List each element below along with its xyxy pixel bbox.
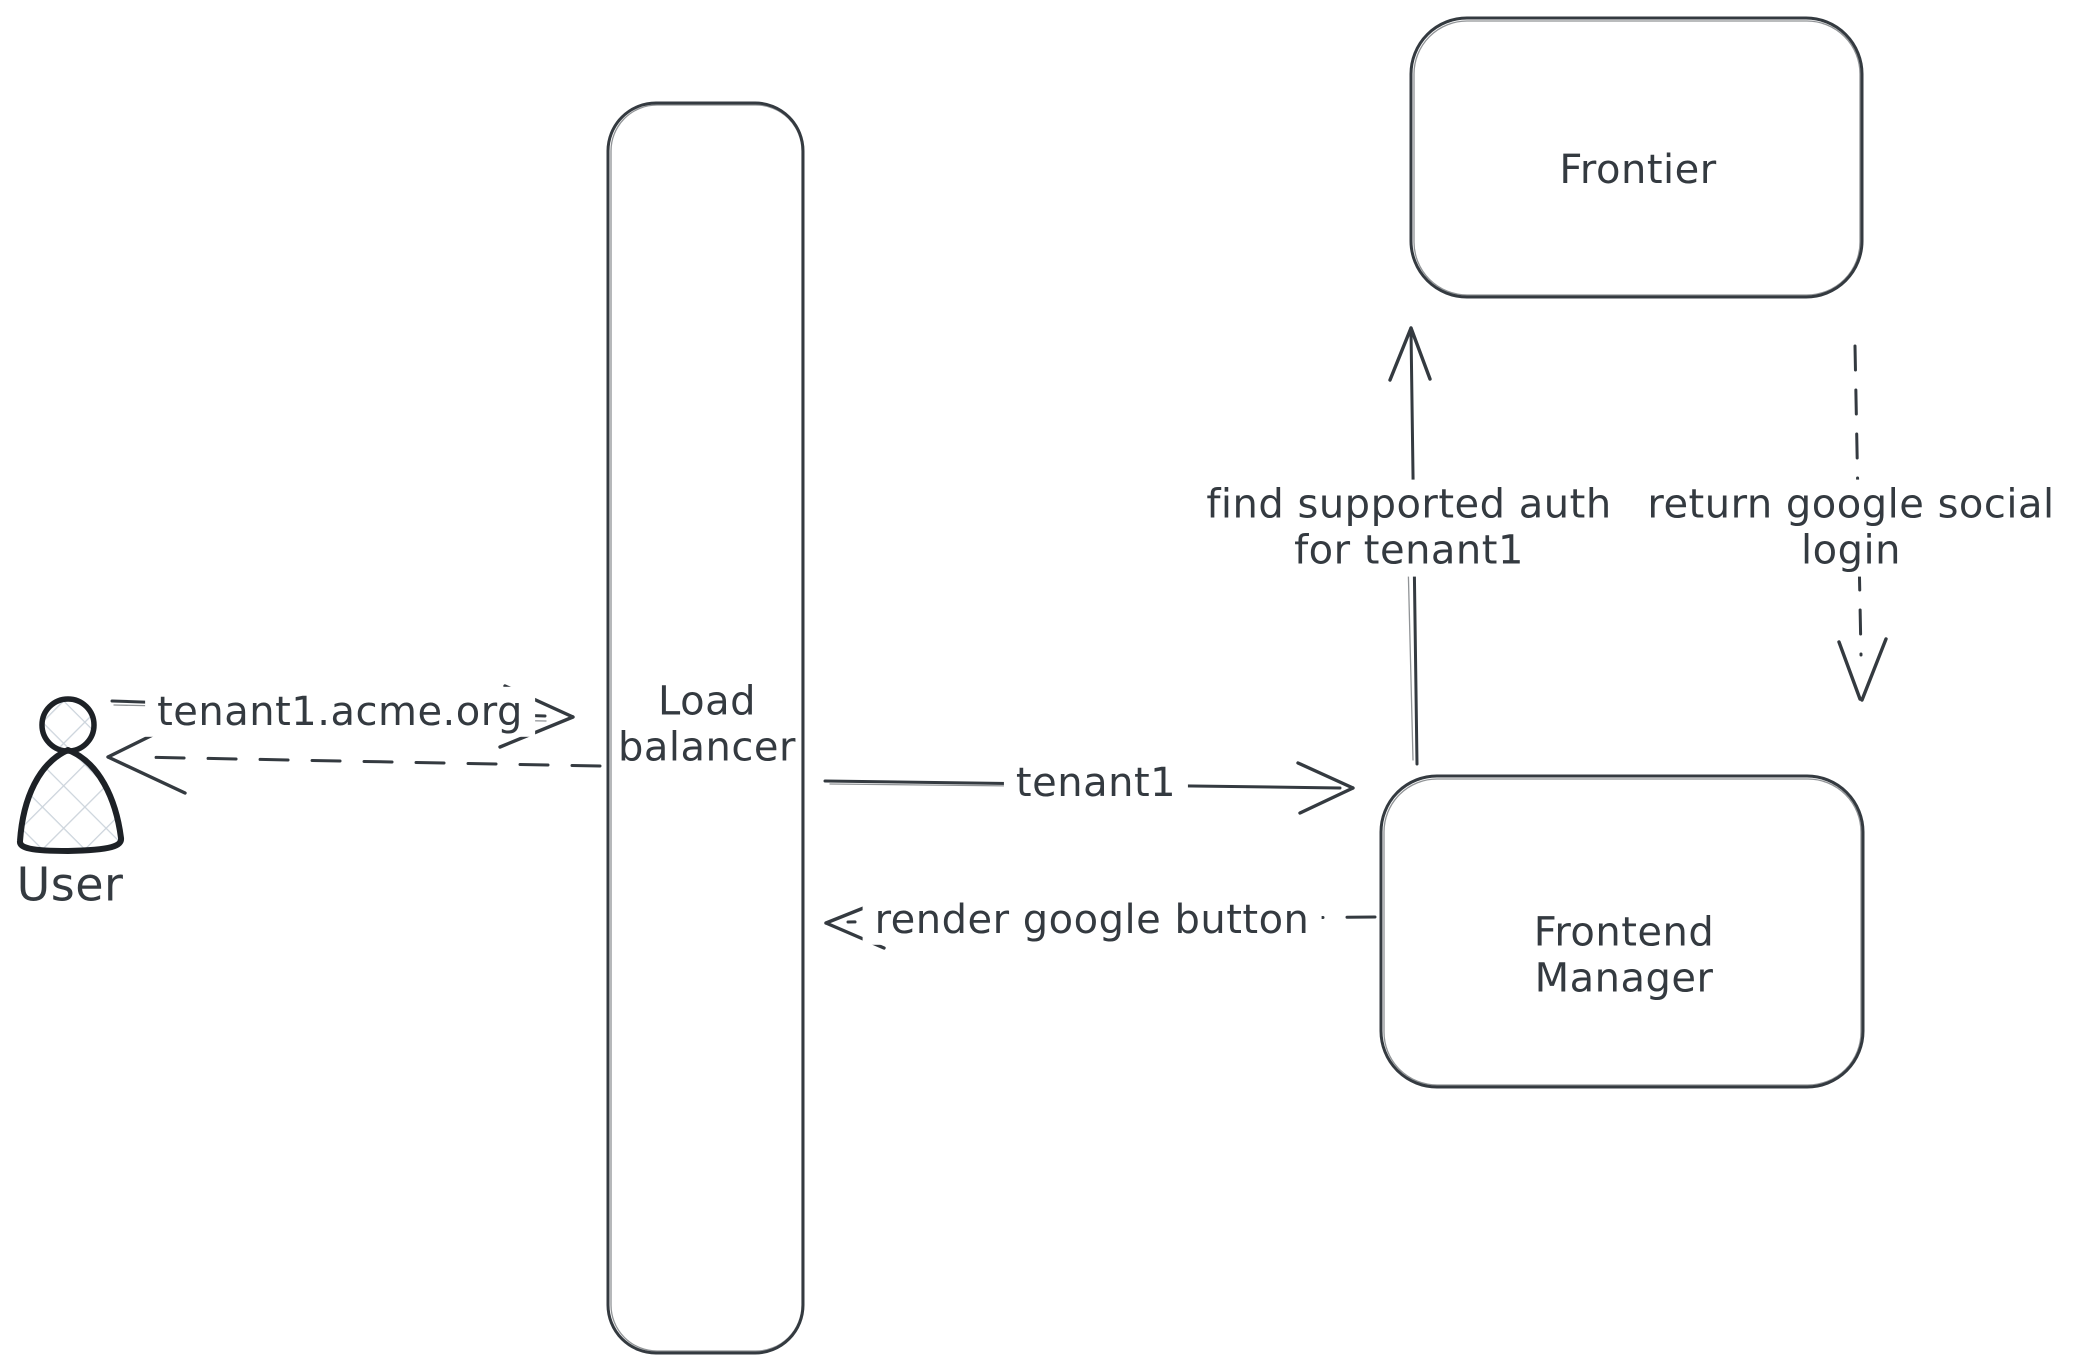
load-balancer-label: Load balancer [618,679,796,772]
user-icon [17,696,124,854]
frontend-manager-label-line1: Frontend [1533,909,1715,956]
load-balancer-box [606,101,805,1355]
arrow-label-return-google-social: return google social login [1635,479,2067,577]
return-google-social-line2: login [1801,528,1901,574]
frontend-manager-label: Frontend Manager [1534,910,1715,1003]
load-balancer-label-line2: balancer [618,725,796,771]
find-supported-auth-line1: find supported auth [1206,481,1612,528]
find-supported-auth-line2: for tenant1 [1294,528,1524,574]
arrow-label-find-supported-auth: find supported auth for tenant1 [1194,479,1624,577]
arrow-label-tenant1: tenant1 [1003,757,1189,809]
frontend-manager-label-line2: Manager [1534,956,1714,1002]
return-google-social-line1: return google social [1647,481,2055,528]
arrow-label-tenant-domain: tenant1.acme.org [145,686,535,738]
user-label: User [16,857,124,912]
frontend-manager-box [1379,774,1865,1089]
arrow-label-render-google-button: render google button [862,894,1322,946]
frontier-label: Frontier [1559,146,1717,193]
load-balancer-label-line1: Load [658,678,756,725]
frontier-box [1409,16,1864,299]
